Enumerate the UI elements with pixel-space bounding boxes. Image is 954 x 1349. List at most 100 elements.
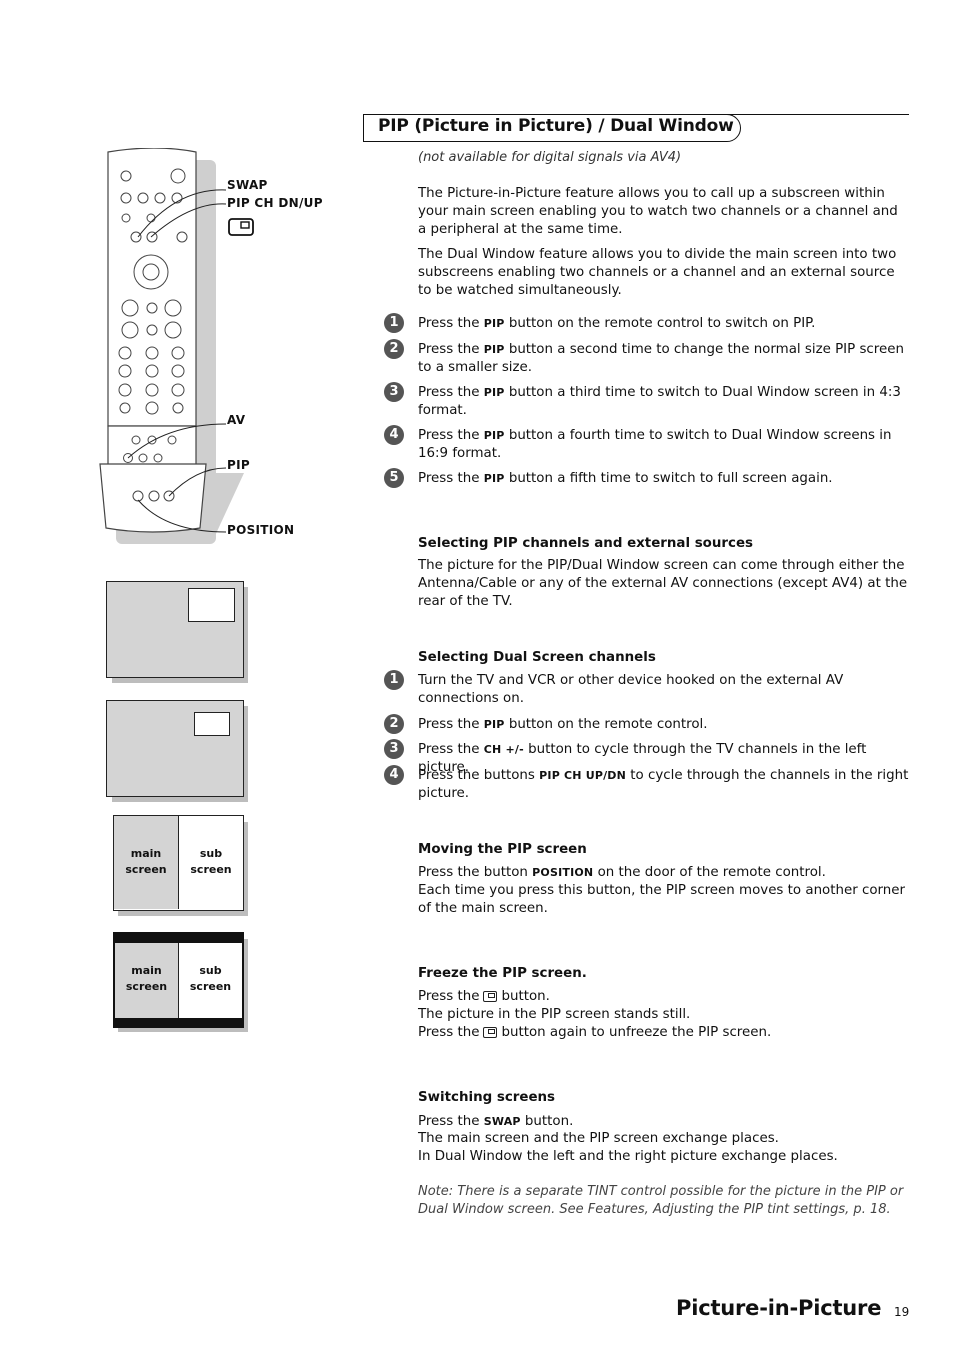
- key-label: PIP: [483, 343, 505, 356]
- step-text: button on the remote control to switch o…: [504, 316, 816, 331]
- step-text: button a fifth time to switch to full sc…: [504, 471, 833, 486]
- text: button.: [520, 1114, 574, 1129]
- moving-line-2: Each time you press this button, the PIP…: [418, 883, 906, 916]
- key-label: PIP: [483, 718, 505, 731]
- freeze-button-icon: [483, 991, 498, 1002]
- remote-label-pip-ch: PIP CH DN/UP: [227, 196, 323, 210]
- chapter-title: Picture-in-Picture: [676, 1296, 882, 1320]
- label-line: screen: [125, 980, 168, 993]
- dual-step: Press the PIP button on the remote contr…: [418, 716, 910, 734]
- label-line: screen: [190, 863, 232, 876]
- switching-line-2: The main screen and the PIP screen excha…: [418, 1131, 779, 1146]
- step-text: button to cycle through the TV channels …: [418, 742, 867, 775]
- label-line: sub: [199, 964, 222, 977]
- key-label: SWAP: [483, 1115, 521, 1128]
- text: Press the: [418, 1025, 480, 1040]
- remote-label-pip: PIP: [227, 458, 250, 472]
- step-number: 2: [384, 714, 404, 734]
- heading-dual-channels: Selecting Dual Screen channels: [418, 650, 656, 665]
- freeze-button-icon: [483, 1027, 498, 1038]
- step-text: button on the remote control.: [504, 717, 708, 732]
- pip-normal-diagram: [106, 581, 244, 678]
- step-text: button a fourth time to switch to Dual W…: [418, 428, 892, 461]
- text: Press the: [418, 1114, 484, 1129]
- selecting-sources-text: The picture for the PIP/Dual Window scre…: [418, 558, 908, 609]
- label-line: sub: [199, 847, 223, 860]
- intro-paragraph-2: The Dual Window feature allows you to di…: [418, 247, 897, 298]
- key-label: PIP: [483, 386, 505, 399]
- pip-window: [188, 588, 235, 622]
- label-line: main: [131, 964, 162, 977]
- label-line: screen: [189, 980, 232, 993]
- heading-freeze: Freeze the PIP screen.: [418, 966, 587, 981]
- dual-step: Press the buttons PIP CH UP/DN to cycle …: [418, 767, 910, 803]
- step-text: Press the: [418, 316, 484, 331]
- step-text: Press the: [418, 385, 484, 400]
- label-line: screen: [125, 863, 167, 876]
- step-text: to cycle through the channels in the rig…: [418, 768, 909, 801]
- freeze-line-3: Press the button again to unfreeze the PI…: [418, 1024, 910, 1042]
- main-screen-label: main screen: [114, 846, 178, 878]
- label-line: main: [130, 847, 162, 860]
- moving-line-1: Press the button POSITION on the door of…: [418, 864, 910, 882]
- page-number: 19: [894, 1305, 910, 1319]
- intro-paragraph-1: The Picture-in-Picture feature allows yo…: [418, 186, 898, 237]
- step-number: 1: [384, 670, 404, 690]
- dual-window-4-3-diagram: main screen sub screen: [113, 815, 244, 911]
- text: Press the: [418, 989, 480, 1004]
- text: button.: [501, 989, 550, 1004]
- section-title: PIP (Picture in Picture) / Dual Window: [378, 116, 734, 136]
- remote-control-illustration: [99, 148, 244, 544]
- pip-step: Press the PIP button a fifth time to swi…: [418, 470, 910, 488]
- step-text: Press the: [418, 428, 484, 443]
- dual-window-16-9-diagram: main screen sub screen: [113, 932, 244, 1028]
- pip-step: Press the PIP button on the remote contr…: [418, 315, 910, 333]
- sub-screen-area: sub screen: [179, 943, 242, 1018]
- sub-screen-area: sub screen: [180, 816, 242, 909]
- step-number: 4: [384, 425, 404, 445]
- step-text: Press the: [418, 717, 484, 732]
- step-number: 4: [384, 765, 404, 785]
- key-label: PIP CH UP/DN: [539, 769, 627, 782]
- key-label: PIP: [483, 472, 505, 485]
- step-text: Press the buttons: [418, 768, 540, 783]
- pip-step: Press the PIP button a third time to swi…: [418, 384, 910, 420]
- freeze-line-1: Press the button.: [418, 988, 910, 1006]
- dual-step: Turn the TV and VCR or other device hook…: [418, 673, 844, 706]
- heading-moving: Moving the PIP screen: [418, 842, 587, 857]
- pip-window-small: [194, 712, 230, 736]
- key-label: POSITION: [532, 866, 594, 879]
- switching-line-1: Press the SWAP button.: [418, 1113, 910, 1131]
- heading-selecting-sources: Selecting PIP channels and external sour…: [418, 536, 753, 551]
- pip-step: Press the PIP button a fourth time to sw…: [418, 427, 910, 463]
- text: Press the button: [418, 865, 533, 880]
- key-label: PIP: [483, 317, 505, 330]
- section-title-frame: [363, 114, 741, 142]
- step-number: 3: [384, 739, 404, 759]
- text: button again to unfreeze the PIP screen.: [501, 1025, 772, 1040]
- step-number: 2: [384, 339, 404, 359]
- step-text: Press the: [418, 742, 484, 757]
- step-text: Press the: [418, 471, 484, 486]
- main-screen-area: main screen: [115, 943, 179, 1018]
- freeze-line-2: The picture in the PIP screen stands sti…: [418, 1007, 691, 1022]
- main-screen-area: main screen: [114, 816, 179, 909]
- remote-label-av: AV: [227, 413, 246, 427]
- main-screen-label: main screen: [115, 963, 178, 995]
- key-label: CH +/-: [483, 743, 524, 756]
- sub-screen-label: sub screen: [180, 846, 242, 878]
- availability-note: (not available for digital signals via A…: [418, 150, 682, 165]
- heading-switching: Switching screens: [418, 1090, 556, 1105]
- text: on the door of the remote control.: [593, 865, 826, 880]
- step-text: button a second time to change the norma…: [418, 342, 904, 375]
- step-text: button a third time to switch to Dual Wi…: [418, 385, 901, 418]
- sub-screen-label: sub screen: [179, 963, 242, 995]
- step-number: 5: [384, 468, 404, 488]
- switching-line-3: In Dual Window the left and the right pi…: [418, 1149, 838, 1164]
- pip-step: Press the PIP button a second time to ch…: [418, 341, 910, 377]
- dual-step: Press the CH +/- button to cycle through…: [418, 741, 910, 777]
- pip-small-diagram: [106, 700, 244, 797]
- step-text: Press the: [418, 342, 484, 357]
- step-number: 3: [384, 382, 404, 402]
- remote-label-position: POSITION: [227, 523, 295, 537]
